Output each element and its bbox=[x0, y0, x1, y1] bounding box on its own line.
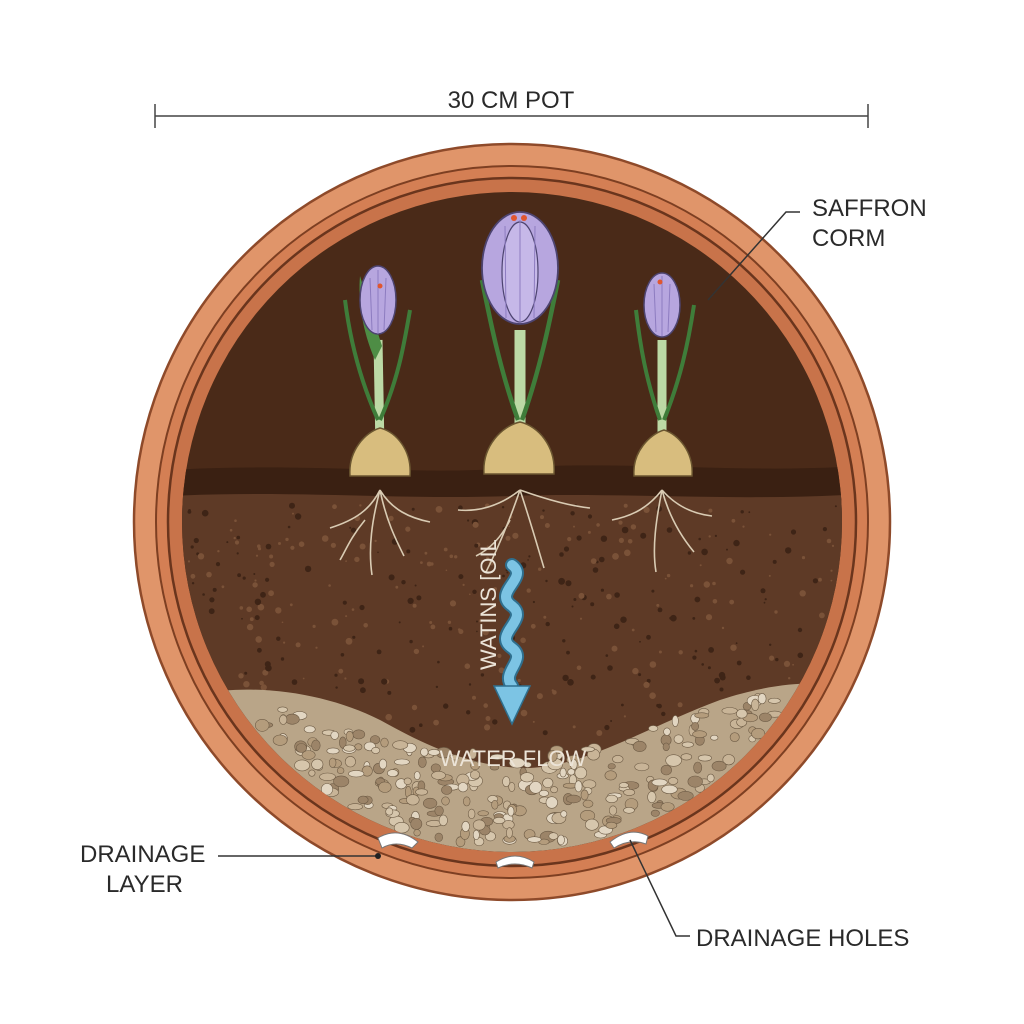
roots bbox=[329, 489, 713, 576]
corm-label-line1: SAFFRON bbox=[812, 195, 927, 222]
drainage-holes-label: DRAINAGE HOLES bbox=[696, 925, 909, 952]
pot-size-label: 30 CM POT bbox=[448, 87, 575, 114]
drainage-holes-callout-line bbox=[629, 839, 690, 937]
saffron-corm-left bbox=[349, 427, 411, 477]
corm-callout-line bbox=[707, 211, 800, 301]
vertical-soil-label: WATINS [OIL bbox=[476, 539, 501, 670]
water-flow-label: WATER FLOW bbox=[440, 746, 587, 771]
saffron-corm-center bbox=[483, 421, 555, 475]
saffron-plant-center bbox=[479, 211, 561, 450]
drainage-layer-label-line2: LAYER bbox=[106, 871, 183, 898]
drainage-holes bbox=[377, 831, 649, 869]
drainage-layer-label-line1: DRAINAGE bbox=[80, 841, 205, 868]
pot-dimension-line bbox=[154, 104, 869, 128]
saffron-corm-right bbox=[633, 429, 693, 477]
corm-label-line2: CORM bbox=[812, 225, 885, 252]
gravel-stones bbox=[255, 693, 783, 848]
water-flow-arrow bbox=[492, 558, 532, 726]
drainage-layer-callout-line bbox=[218, 853, 381, 859]
